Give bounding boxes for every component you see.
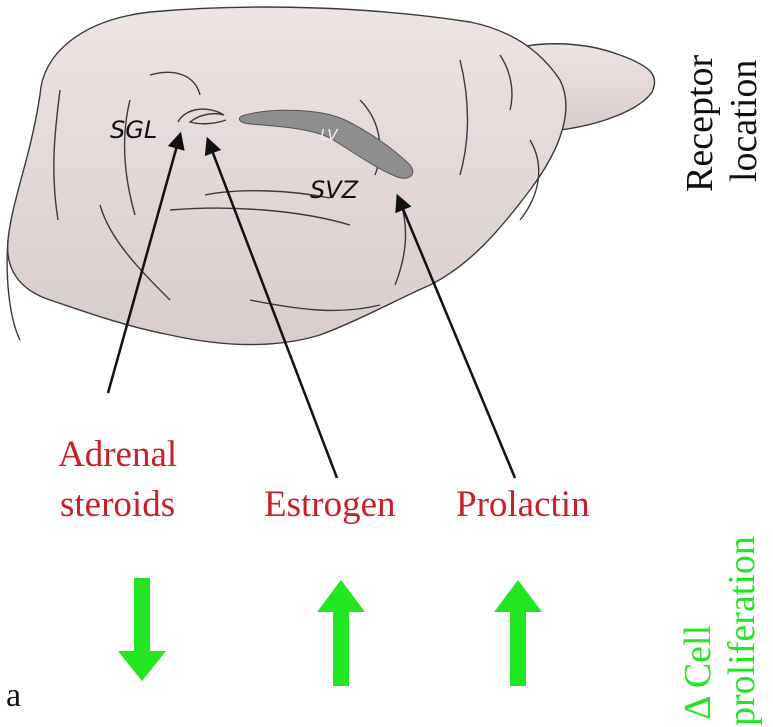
- adrenal-label-line1: Adrenal: [58, 434, 177, 475]
- sgl-label: SGL: [110, 116, 157, 144]
- proliferation-label-line2: proliferation: [721, 536, 763, 726]
- estrogen-up-arrow: [317, 580, 365, 686]
- prolactin-label: Prolactin: [456, 484, 590, 525]
- lv-label: LV: [320, 126, 339, 144]
- panel-letter: a: [6, 677, 21, 714]
- receptor-label-line1: Receptor: [679, 54, 721, 192]
- proliferation-label-line1: Δ Cell: [677, 625, 719, 720]
- receptor-label-line2: location: [723, 60, 765, 182]
- estrogen-label: Estrogen: [264, 484, 396, 525]
- prolactin-up-arrow: [494, 580, 542, 686]
- cell-proliferation-label: Δ Cell proliferation: [677, 536, 763, 726]
- adrenal-label-line2: steroids: [60, 484, 175, 525]
- receptor-location-label: Receptor location: [679, 54, 765, 192]
- svz-label: SVZ: [310, 176, 359, 204]
- adrenal-down-arrow: [118, 578, 166, 681]
